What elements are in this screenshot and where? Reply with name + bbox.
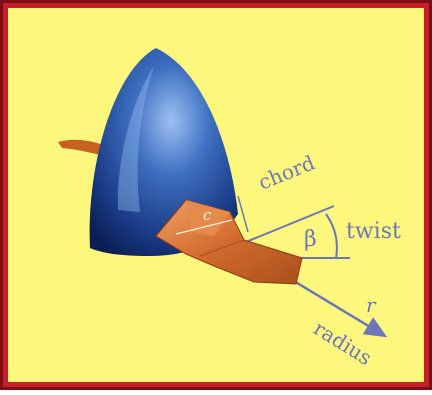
twist-angle-symbol: β xyxy=(304,227,317,252)
radius-symbol-label: r xyxy=(366,293,377,317)
chord-symbol-label: c xyxy=(203,206,212,224)
twist-label: twist xyxy=(346,219,401,244)
